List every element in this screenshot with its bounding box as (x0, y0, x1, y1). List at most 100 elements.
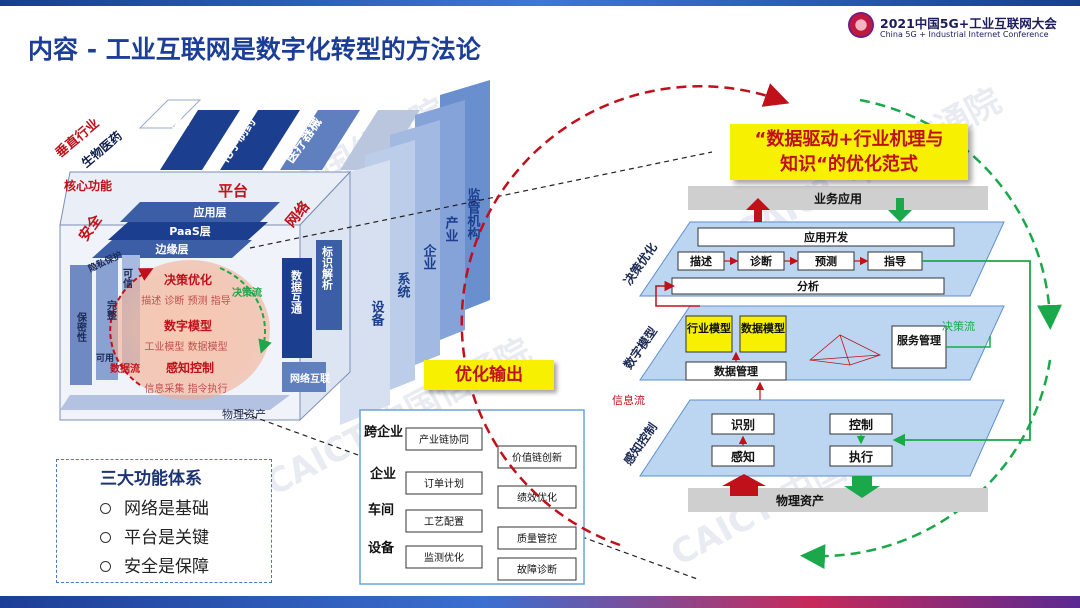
stacked-layer-label: 设备 (369, 300, 386, 327)
decision-box-label: 诊断 (750, 254, 772, 268)
optimization-item: 绩效优化 (517, 491, 557, 504)
service-management-box (891, 325, 947, 369)
callout-line: 知识“的优化范式 (780, 154, 918, 175)
optimization-item: 监测优化 (424, 551, 464, 564)
optimize-output-label: 优化输出 (424, 360, 554, 390)
decision-flow-arc (219, 267, 272, 354)
up-arrow-icon (722, 474, 766, 496)
stacked-layer-label: 产业 (443, 215, 459, 242)
bottom-accent-bar (0, 596, 1080, 608)
network-graph-icon (809, 334, 882, 366)
conference-title: 2021中国5G+工业互联网大会 (880, 16, 1057, 31)
level-label: 车间 (368, 502, 394, 518)
bullet-icon (100, 561, 111, 572)
platform-layer-label: PaaS层 (169, 225, 211, 238)
decision-flow-label: 决策流 (942, 319, 975, 333)
callout-line: “数据驱动+行业机理与 (754, 129, 944, 150)
circle-label: 信息采集 指令执行 (144, 382, 227, 395)
industry-tabs (138, 99, 420, 170)
platform-layer-label: 边缘层 (155, 242, 189, 256)
security-item-label: 可用 (96, 353, 114, 364)
summary-item: 安全是保障 (124, 557, 209, 577)
stacked-layer-label: 系统 (395, 271, 411, 299)
data-management-label: 数据管理 (714, 364, 758, 378)
decision-flow-label: 决策流 (232, 286, 262, 299)
conference-logo-icon (848, 12, 874, 38)
business-app-label: 业务应用 (814, 191, 862, 206)
physical-assets-bar-label: 物理资产 (776, 493, 824, 508)
bullet-icon (100, 532, 111, 543)
decision-flow-path (946, 336, 991, 348)
connector-line (249, 151, 713, 249)
conference-subtitle: China 5G + Industrial Internet Conferenc… (880, 30, 1049, 39)
stacked-layer-label: 监管机构 (465, 187, 481, 241)
paradigm-callout: “数据驱动+行业机理与 知识“的优化范式 (730, 124, 968, 180)
industry-model-box (685, 315, 733, 353)
optimization-left-boxes (405, 427, 483, 569)
three-function-cube (59, 170, 352, 422)
stacked-layer-label: 企业 (421, 243, 438, 270)
optimization-item: 产业链协同 (419, 433, 469, 446)
business-app-bar (688, 186, 988, 210)
level-label: 企业 (369, 466, 396, 482)
optimization-item: 质量管控 (517, 532, 557, 545)
summary-item: 网络是基础 (124, 499, 209, 519)
platform-label: 平台 (218, 182, 248, 200)
sense-box (711, 413, 775, 435)
network-item-label: 数据互通 (290, 269, 303, 315)
summary-box (56, 459, 272, 583)
security-item-label: 保密性 (75, 311, 88, 343)
network-item-label: 标识解析 (321, 245, 335, 291)
optimization-item: 订单计划 (424, 477, 464, 490)
stacked-layers (340, 80, 490, 425)
top-accent-bar (0, 0, 1080, 6)
core-cycle-ellipse (110, 260, 270, 400)
optimization-item: 价值链创新 (512, 451, 562, 464)
circle-label: 描述 诊断 预测 指导 (141, 294, 231, 307)
info-flow-arrow (655, 280, 700, 307)
optimization-item: 工艺配置 (424, 516, 464, 528)
decision-flow-path (892, 260, 1031, 447)
platform-layer-label: 应用层 (194, 205, 227, 219)
sense-box-label: 控制 (849, 417, 873, 432)
sense-box-label: 感知 (731, 449, 755, 464)
decision-box-label: 描述 (690, 254, 712, 268)
optimization-item: 故障诊断 (517, 563, 557, 576)
core-function-label: 核心功能 (64, 178, 112, 193)
app-dev-label: 应用开发 (804, 230, 849, 244)
security-item-label: 完整 (105, 299, 118, 320)
circle-label: 工业模型 数据模型 (144, 340, 227, 353)
bullet-icon (100, 503, 111, 514)
summary-title: 三大功能体系 (100, 469, 202, 489)
circle-label: 决策优化 (164, 272, 212, 287)
data-flow-label: 数据流 (110, 362, 140, 375)
app-dev-box (697, 227, 955, 247)
data-flow-arc (109, 268, 154, 386)
down-arrow-icon (888, 198, 912, 222)
model-box-label: 数据模型 (741, 321, 785, 335)
sense-box (829, 445, 893, 467)
network-item-label: 网络互联 (290, 372, 330, 385)
decision-box-label: 预测 (815, 254, 837, 268)
model-box-label: 行业模型 (686, 321, 731, 335)
sensing-layer-plane (639, 399, 1005, 477)
physical-assets-label: 物理资产 (222, 407, 266, 421)
service-management-label: 服务管理 (897, 333, 941, 347)
level-label: 设备 (368, 540, 395, 556)
level-label: 跨企业 (364, 424, 403, 440)
decision-box-label: 指导 (884, 254, 906, 268)
circle-label: 感知控制 (166, 360, 214, 375)
optimization-right-boxes (497, 445, 577, 581)
summary-item: 平台是关键 (124, 528, 209, 548)
sense-box-label: 执行 (849, 449, 873, 464)
sense-box-label: 识别 (731, 418, 755, 432)
big-cycle-red-arc (460, 83, 790, 547)
info-flow-label: 信息流 (612, 393, 645, 407)
data-model-box (739, 315, 787, 353)
security-item-label: 可信 (121, 268, 133, 289)
down-arrow-icon (844, 476, 880, 498)
up-arrow-icon (746, 198, 770, 222)
page-title: 内容 - 工业互联网是数字化转型的方法论 (28, 35, 481, 64)
circle-label: 数字模型 (164, 318, 212, 333)
